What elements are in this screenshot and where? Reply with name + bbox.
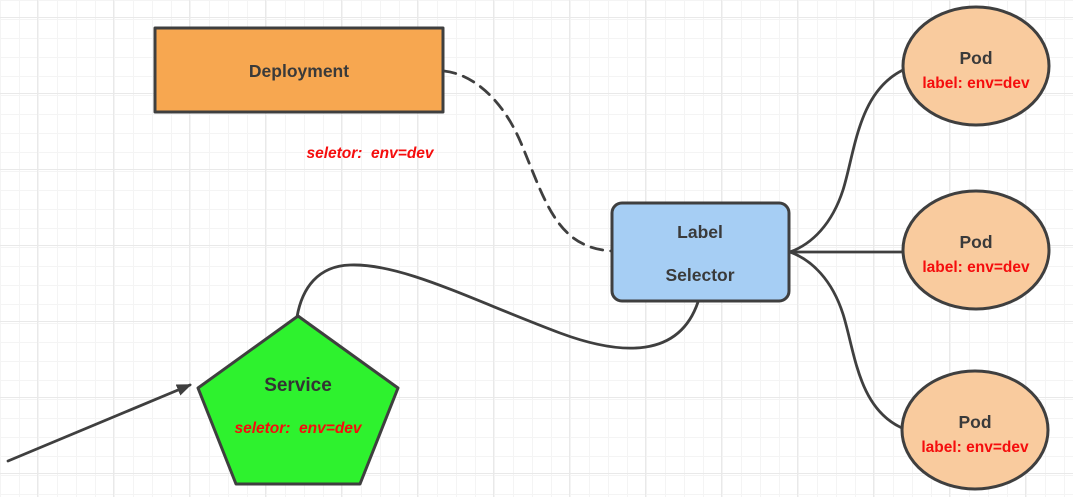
pod-1-title: Pod <box>959 48 992 68</box>
label-selector-box[interactable] <box>610 201 791 303</box>
label-selector-line1: Label <box>677 222 723 242</box>
pod-2-label: label: env=dev <box>922 259 1030 276</box>
deployment-selector-note[interactable]: seletor: env=dev <box>306 145 434 162</box>
deployment-box[interactable] <box>153 26 445 114</box>
edge-service-to-selector[interactable] <box>295 263 700 350</box>
node-deployment[interactable]: Deployment <box>153 26 445 114</box>
arrow-into-service[interactable] <box>6 383 192 463</box>
service-pentagon[interactable] <box>196 314 400 486</box>
edge-selector-to-pod-1[interactable] <box>788 68 905 254</box>
pod-1-label: label: env=dev <box>922 75 1030 92</box>
pod-2-circle[interactable] <box>901 189 1051 311</box>
pod-2-title: Pod <box>959 232 992 252</box>
service-selector-note: seletor: env=dev <box>234 420 362 437</box>
node-service[interactable]: Service seletor: env=dev <box>196 314 400 486</box>
deployment-label: Deployment <box>249 61 349 81</box>
node-pod-2[interactable]: Pod label: env=dev <box>901 189 1051 311</box>
pod-3-circle[interactable] <box>900 369 1050 491</box>
edge-selector-to-pod-3[interactable] <box>788 250 904 430</box>
pod-1-circle[interactable] <box>901 5 1051 127</box>
pod-3-title: Pod <box>958 412 991 432</box>
node-label-selector[interactable]: Label Selector <box>610 201 791 303</box>
node-pod-1[interactable]: Pod label: env=dev <box>901 5 1051 127</box>
node-pod-3[interactable]: Pod label: env=dev <box>900 369 1050 491</box>
label-selector-line2: Selector <box>665 265 734 285</box>
service-label: Service <box>264 375 332 396</box>
pod-3-label: label: env=dev <box>921 439 1029 456</box>
edge-deployment-to-selector[interactable] <box>442 69 613 253</box>
